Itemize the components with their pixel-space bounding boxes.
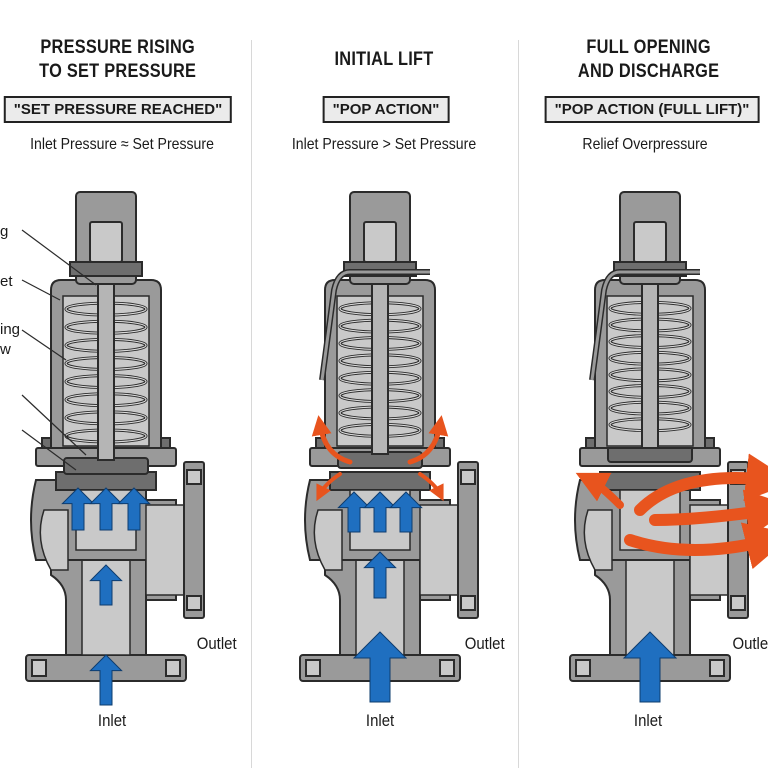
callout-leader-line [21, 329, 67, 361]
pressure-condition: Inlet Pressure > Set Pressure [291, 136, 477, 153]
base-bolt-right [709, 659, 725, 677]
lifting-lever-fill [320, 270, 430, 381]
inlet-label: Inlet [97, 711, 127, 730]
panel-initial-lift: INITIAL LIFT "POP ACTION" Inlet Pressure… [256, 0, 512, 768]
title-line-1: PRESSURE RISING [40, 37, 195, 58]
flow-arrow-inlet [117, 487, 151, 531]
outlet-flange [457, 461, 479, 619]
valve-cutaway-full-lift [569, 191, 768, 703]
nozzle-ring [329, 471, 431, 491]
panel-title: INITIAL LIFT [274, 48, 494, 72]
outlet-flange [183, 461, 205, 619]
flow-arrow-inlet [622, 631, 678, 703]
base-bolt-right [439, 659, 455, 677]
flow-arrow-discharge [575, 472, 624, 509]
valve-cutaway-initial-lift [299, 191, 479, 703]
inlet-label: Inlet [633, 711, 663, 730]
adjusting-screw [89, 221, 123, 263]
inlet-label: Inlet [365, 711, 395, 730]
adjusting-screw [363, 221, 397, 263]
base-bolt-left [575, 659, 591, 677]
pressure-condition: Relief Overpressure [582, 136, 708, 153]
flow-arrow-escape [316, 472, 342, 502]
callout-leader-line [21, 279, 61, 301]
base-bolt-left [31, 659, 47, 677]
body-cavity-left [39, 509, 69, 571]
flow-arrow-discharge [624, 522, 768, 570]
state-badge: "POP ACTION (FULL LIFT)" [544, 96, 760, 123]
outlet-bore [145, 504, 185, 596]
flow-arrow-inlet [363, 551, 397, 599]
flow-arrow-escape [407, 415, 449, 465]
panel-full-opening: FULL OPENING AND DISCHARGE "POP ACTION (… [512, 0, 768, 768]
title-line-2: TO SET PRESSURE [39, 61, 197, 82]
panel-title: FULL OPENING AND DISCHARGE [530, 36, 750, 84]
panel-title: PRESSURE RISING TO SET PRESSURE [18, 36, 238, 84]
callout-leader-line [21, 394, 87, 456]
callout-leader-line [21, 229, 97, 286]
outlet-bolt-top [186, 469, 202, 485]
outlet-bore [419, 504, 459, 596]
callout-label-bonnet: et [0, 273, 13, 290]
base-bolt-left [305, 659, 321, 677]
title-line-2: AND DISCHARGE [577, 61, 720, 82]
state-badge: "SET PRESSURE REACHED" [3, 96, 233, 123]
outlet-bolt-top [460, 469, 476, 485]
flow-arrow-escape [311, 415, 353, 465]
flow-arrow-inlet [352, 631, 408, 703]
callout-label-screw: w [0, 341, 11, 358]
outlet-label: Outlet [464, 634, 505, 653]
flow-arrow-inlet [89, 654, 123, 706]
adjusting-screw [633, 221, 667, 263]
flow-arrow-escape [418, 472, 444, 502]
pressure-condition: Inlet Pressure ≈ Set Pressure [30, 136, 214, 153]
body-cavity-left [583, 509, 613, 571]
state-badge: "POP ACTION" [322, 96, 450, 123]
divider-left [251, 40, 252, 768]
title-line-1: INITIAL LIFT [334, 49, 434, 70]
flow-arrow-inlet [389, 491, 423, 533]
callout-label-spring-cap: g [0, 223, 9, 240]
outlet-bolt-bottom [186, 595, 202, 611]
flow-arrow-discharge [634, 453, 768, 516]
flow-arrow-discharge [649, 489, 768, 538]
outlet-bolt-bottom [730, 595, 746, 611]
flow-arrow-inlet [89, 564, 123, 606]
base-bolt-right [165, 659, 181, 677]
callout-leader-line [21, 429, 77, 471]
lifting-lever-fill [590, 270, 700, 381]
lock-nut [69, 261, 143, 277]
panel-pressure-rising: PRESSURE RISING TO SET PRESSURE "SET PRE… [0, 0, 256, 768]
valve-cutaway-closed [21, 191, 205, 706]
body-cavity-left [313, 509, 343, 571]
title-line-1: FULL OPENING [586, 37, 711, 58]
outlet-label: Outlet [196, 634, 237, 653]
outlet-bolt-bottom [460, 595, 476, 611]
divider-right [518, 40, 519, 768]
callout-label-spring: ing [0, 321, 21, 338]
outlet-label: Outle [732, 634, 768, 653]
